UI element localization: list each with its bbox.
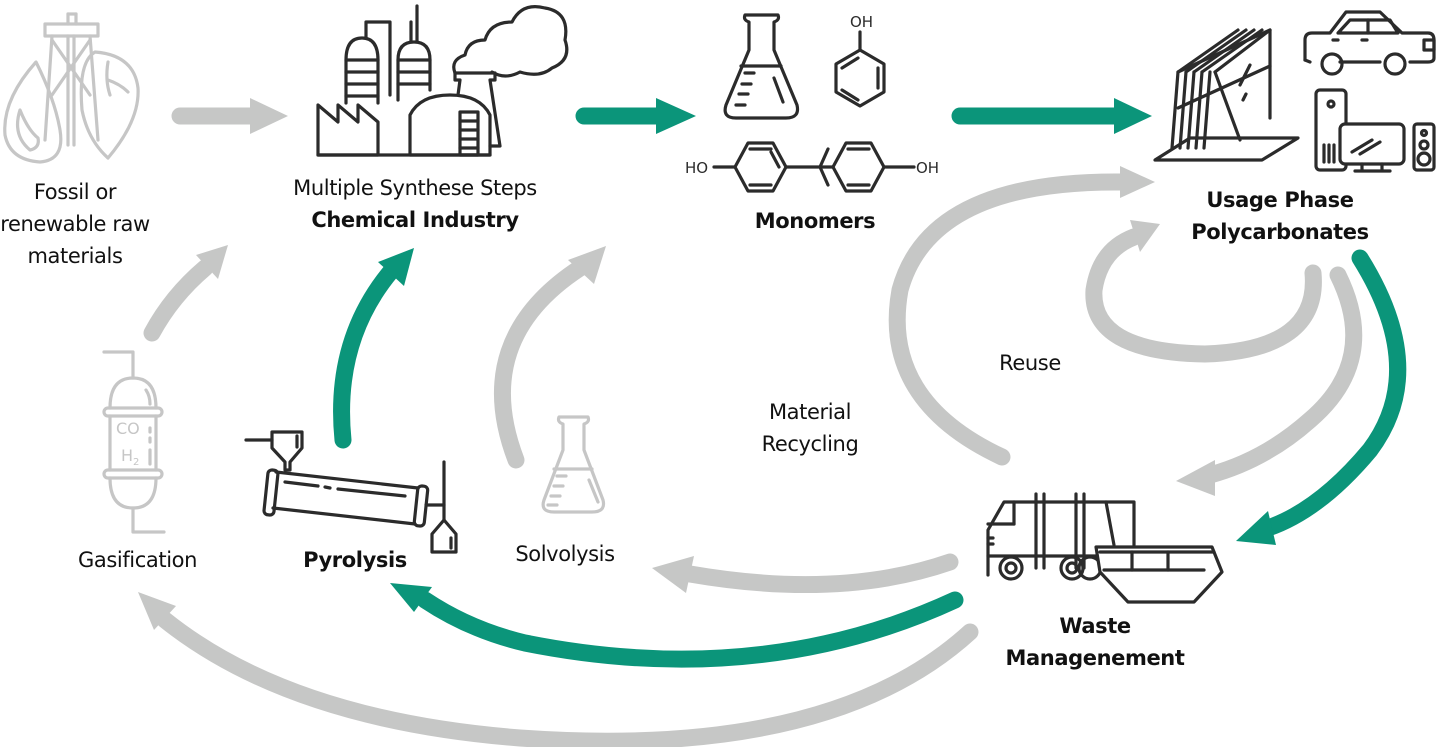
- flow-waste-to-gasification: [138, 592, 979, 747]
- phenol-oh-label: OH: [850, 13, 873, 31]
- bpa-ho-label: HO: [685, 159, 708, 177]
- flow-monomers-to-usage: [951, 98, 1152, 134]
- flow-gasification-to-chemical: [143, 245, 228, 342]
- flow-reuse-inner: [1085, 220, 1322, 363]
- computer-icon: [1314, 88, 1436, 173]
- solvolysis-flask-icon: [541, 415, 606, 514]
- node-solvolysis-label: Solvolysis: [515, 542, 615, 566]
- flow-usage-to-waste-grey: [1176, 266, 1363, 496]
- flow-solvolysis-to-monomers: [493, 246, 606, 469]
- garbage-truck-skip-icon: [986, 492, 1224, 604]
- node-monomers-label: Monomers: [754, 209, 876, 233]
- node-pyrolysis-label: Pyrolysis: [303, 548, 407, 572]
- flow-reuse-outer: [888, 166, 1155, 466]
- phenol-molecule-icon: [834, 30, 886, 108]
- flow-pyrolysis-to-chemical: [333, 248, 414, 449]
- node-waste-management-label: Waste Managenement: [1005, 614, 1185, 670]
- node-raw-materials-label: Fossil or renewable raw materials: [0, 180, 150, 268]
- flow-waste-to-solvolysis: [652, 553, 959, 594]
- flow-chemical-to-monomers: [575, 98, 696, 134]
- flow-usage-to-waste-green: [1236, 249, 1407, 545]
- car-icon: [1303, 10, 1436, 76]
- flow-waste-to-pyrolysis: [390, 583, 964, 668]
- bisphenol-a-molecule-icon: [712, 141, 916, 193]
- bpa-oh-label: OH: [916, 159, 939, 177]
- flask-icon: [723, 13, 800, 120]
- node-gasification-label: Gasification: [78, 548, 197, 572]
- annotation-reuse: Reuse: [999, 351, 1061, 375]
- chemical-industry-subtitle: Multiple Synthese Steps: [293, 176, 537, 200]
- pyrolysis-reactor-icon: [244, 430, 458, 554]
- gasifier-reactor-icon: [102, 350, 166, 534]
- gasifier-co-label: CO: [116, 419, 140, 438]
- node-usage-phase-label: Usage Phase Polycarbonates: [1191, 188, 1369, 244]
- glass-sheets-icon: [1153, 28, 1300, 162]
- factory-icon: [316, 4, 569, 157]
- chemical-industry-title: Chemical Industry: [311, 208, 519, 232]
- node-chemical-industry-label: Multiple Synthese Steps Chemical Industr…: [270, 172, 560, 236]
- gasifier-h2-label: H2: [121, 446, 139, 468]
- flow-raw-to-chemical: [171, 98, 288, 134]
- annotation-material-recycling: Material Recycling: [761, 400, 859, 456]
- oil-rig-flame-leaf-icon: [3, 12, 140, 164]
